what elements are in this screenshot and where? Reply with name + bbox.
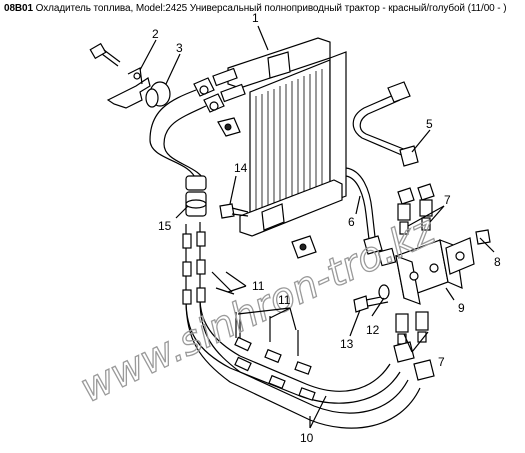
callout-6: 6 <box>348 215 355 229</box>
title-code: 08B01 <box>4 3 33 14</box>
leader-lines <box>139 25 495 429</box>
callout-1: 1 <box>252 11 259 25</box>
washer-part-12[interactable] <box>378 284 390 300</box>
hose-part-15[interactable] <box>185 175 207 217</box>
page-title: 08B01 Охладитель топлива, Model:2425 Уни… <box>4 3 507 14</box>
bracket-part-8[interactable] <box>445 229 491 275</box>
bolt-part-1[interactable] <box>89 42 121 67</box>
radiator-fittings[interactable] <box>193 67 246 113</box>
callout-3: 3 <box>176 41 183 55</box>
clamp-part-2[interactable] <box>106 67 151 109</box>
callout-14: 14 <box>234 161 248 175</box>
watermark: www.sinhron-tro.kz <box>73 207 442 412</box>
fitting-pair-lower[interactable] <box>393 311 435 381</box>
callout-5: 5 <box>426 117 433 131</box>
insulator-part-3[interactable] <box>145 81 171 108</box>
callout-2: 2 <box>152 27 159 41</box>
callout-10: 10 <box>300 431 314 445</box>
callout-12: 12 <box>366 323 380 337</box>
fuel-cooler-radiator[interactable] <box>227 37 347 237</box>
callout-13: 13 <box>340 337 354 351</box>
mount-bracket[interactable] <box>217 117 317 259</box>
callout-7-upper: 7 <box>444 193 451 207</box>
fitting-pair-upper[interactable] <box>397 183 435 235</box>
fuel-pipe-part-6[interactable] <box>345 167 383 255</box>
fuel-line-left[interactable] <box>149 89 207 185</box>
fuel-pipe-part-5[interactable] <box>352 81 419 167</box>
callout-15: 15 <box>158 219 172 233</box>
callout-7-lower: 7 <box>438 355 445 369</box>
valve-block-part-9[interactable] <box>377 239 463 305</box>
callout-11-lower: 11 <box>278 293 291 307</box>
title-text: Охладитель топлива, Model:2425 Универсал… <box>35 3 507 14</box>
bolt-part-14[interactable] <box>219 203 249 219</box>
callout-labels: 1 2 3 5 6 7 8 9 7 10 11 11 12 13 14 15 <box>152 11 501 445</box>
callout-9: 9 <box>458 301 465 315</box>
hose-clamps-part-11[interactable] <box>182 231 316 401</box>
callout-11-upper: 11 <box>252 279 265 293</box>
callout-8: 8 <box>494 255 501 269</box>
